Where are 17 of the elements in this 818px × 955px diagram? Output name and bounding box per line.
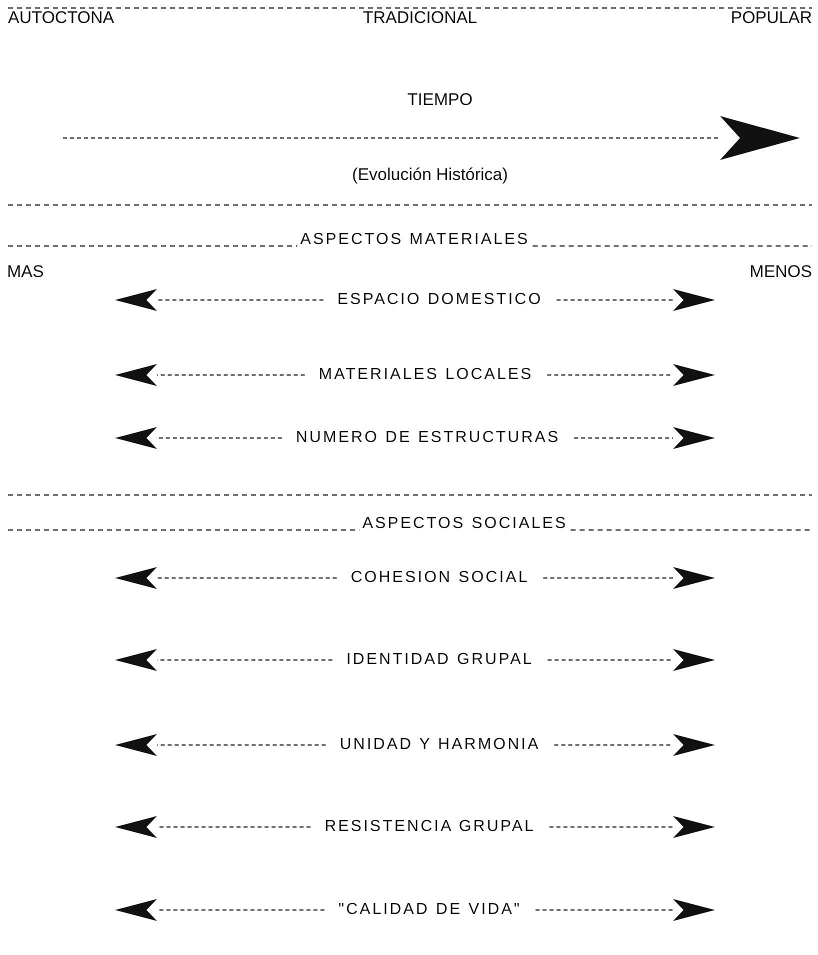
aspect-label: ESPACIO DOMESTICO bbox=[337, 290, 543, 310]
section-heading: ASPECTOS SOCIALES bbox=[362, 514, 568, 534]
scale-label: AUTOCTONA bbox=[8, 8, 114, 28]
scale-label: MAS bbox=[7, 262, 44, 282]
section-heading: ASPECTOS MATERIALES bbox=[300, 230, 530, 250]
aspect-label: UNIDAD Y HARMONIA bbox=[340, 735, 540, 755]
scale-label: TIEMPO bbox=[407, 90, 473, 110]
aspect-label: COHESION SOCIAL bbox=[350, 568, 530, 588]
scale-label: TRADICIONAL bbox=[362, 8, 478, 28]
aspect-label: "CALIDAD DE VIDA" bbox=[338, 900, 522, 920]
aspect-label: RESISTENCIA GRUPAL bbox=[324, 817, 536, 837]
scale-label: (Evolución Histórica) bbox=[352, 165, 508, 185]
scale-label: MENOS bbox=[750, 262, 812, 282]
scale-label: POPULAR bbox=[730, 8, 812, 28]
aspect-label: MATERIALES LOCALES bbox=[318, 365, 534, 385]
aspect-label: NUMERO DE ESTRUCTURAS bbox=[296, 428, 560, 448]
aspect-label: IDENTIDAD GRUPAL bbox=[346, 650, 534, 670]
